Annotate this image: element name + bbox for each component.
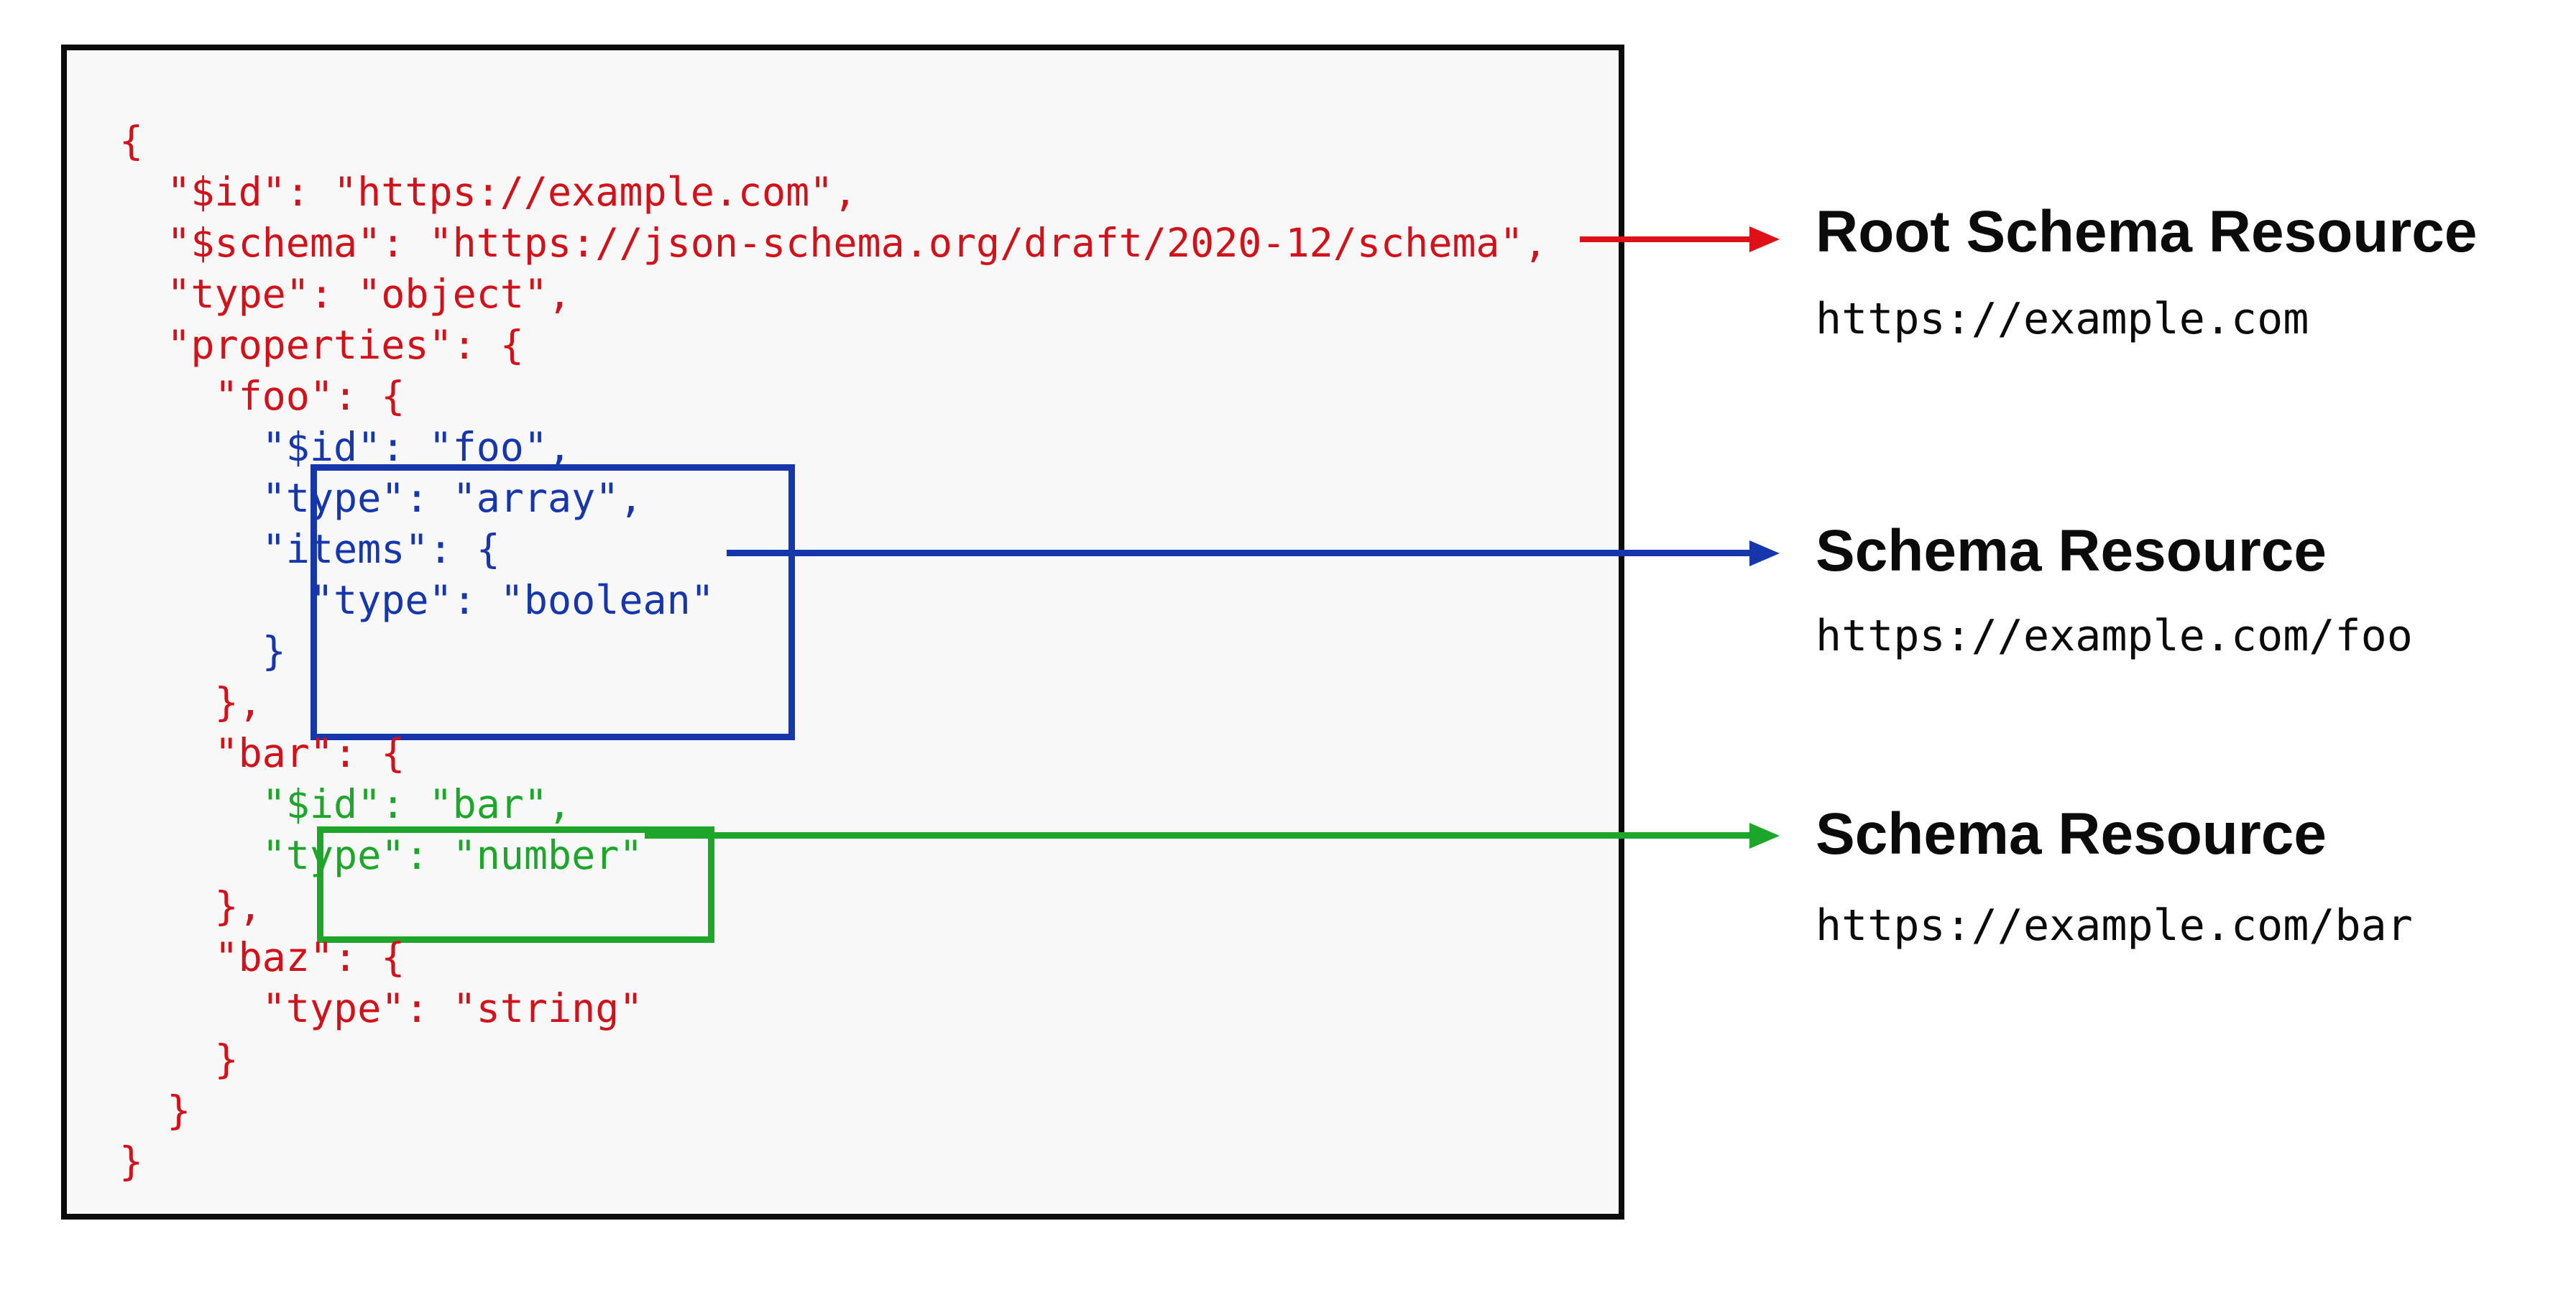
code-line: "type": "string" bbox=[119, 985, 643, 1031]
root-schema-arrowhead-icon bbox=[1749, 226, 1780, 252]
bar-schema-arrow-line bbox=[645, 832, 1751, 839]
code-line: "type": "object", bbox=[119, 271, 572, 317]
code-line: "items": { bbox=[119, 526, 500, 572]
code-line: }, bbox=[119, 679, 262, 725]
bar-schema-resource-box bbox=[317, 826, 714, 943]
code-line: "baz": { bbox=[119, 934, 405, 980]
code-line: }, bbox=[119, 883, 262, 929]
foo-schema-resource-box bbox=[310, 464, 795, 740]
code-line: "$id": "https://example.com", bbox=[119, 169, 857, 215]
code-line: } bbox=[119, 628, 286, 674]
code-line: "bar": { bbox=[119, 730, 405, 776]
bar-schema-resource-url: https://example.com/bar bbox=[1816, 900, 2413, 951]
code-line: } bbox=[119, 1087, 191, 1133]
json-code: { "$id": "https://example.com", "$schema… bbox=[119, 116, 1547, 1187]
code-line: "$schema": "https://json-schema.org/draf… bbox=[119, 220, 1547, 266]
code-line: "properties": { bbox=[119, 322, 524, 368]
foo-schema-resource-url: https://example.com/foo bbox=[1816, 611, 2413, 661]
foo-schema-arrow-line bbox=[727, 550, 1751, 556]
foo-schema-resource-label: Schema Resource bbox=[1816, 518, 2327, 584]
bar-schema-resource-label: Schema Resource bbox=[1816, 801, 2327, 867]
code-line: "type": "boolean" bbox=[119, 577, 714, 623]
bar-schema-arrowhead-icon bbox=[1749, 823, 1780, 849]
root-schema-resource-label: Root Schema Resource bbox=[1816, 199, 2478, 264]
code-line: "type": "array", bbox=[119, 475, 643, 521]
code-line: "type": "number" bbox=[119, 832, 643, 878]
code-line: "foo": { bbox=[119, 373, 405, 419]
schema-code-panel bbox=[61, 45, 1624, 1220]
root-schema-resource-url: https://example.com bbox=[1816, 294, 2309, 344]
foo-schema-arrowhead-icon bbox=[1749, 540, 1780, 566]
code-line: } bbox=[119, 1036, 239, 1082]
code-line: } bbox=[119, 1138, 144, 1184]
code-line: { bbox=[119, 118, 144, 164]
code-line: "$id": "bar", bbox=[119, 781, 572, 827]
code-line: "$id": "foo", bbox=[119, 424, 572, 470]
root-schema-arrow-line bbox=[1580, 236, 1751, 242]
